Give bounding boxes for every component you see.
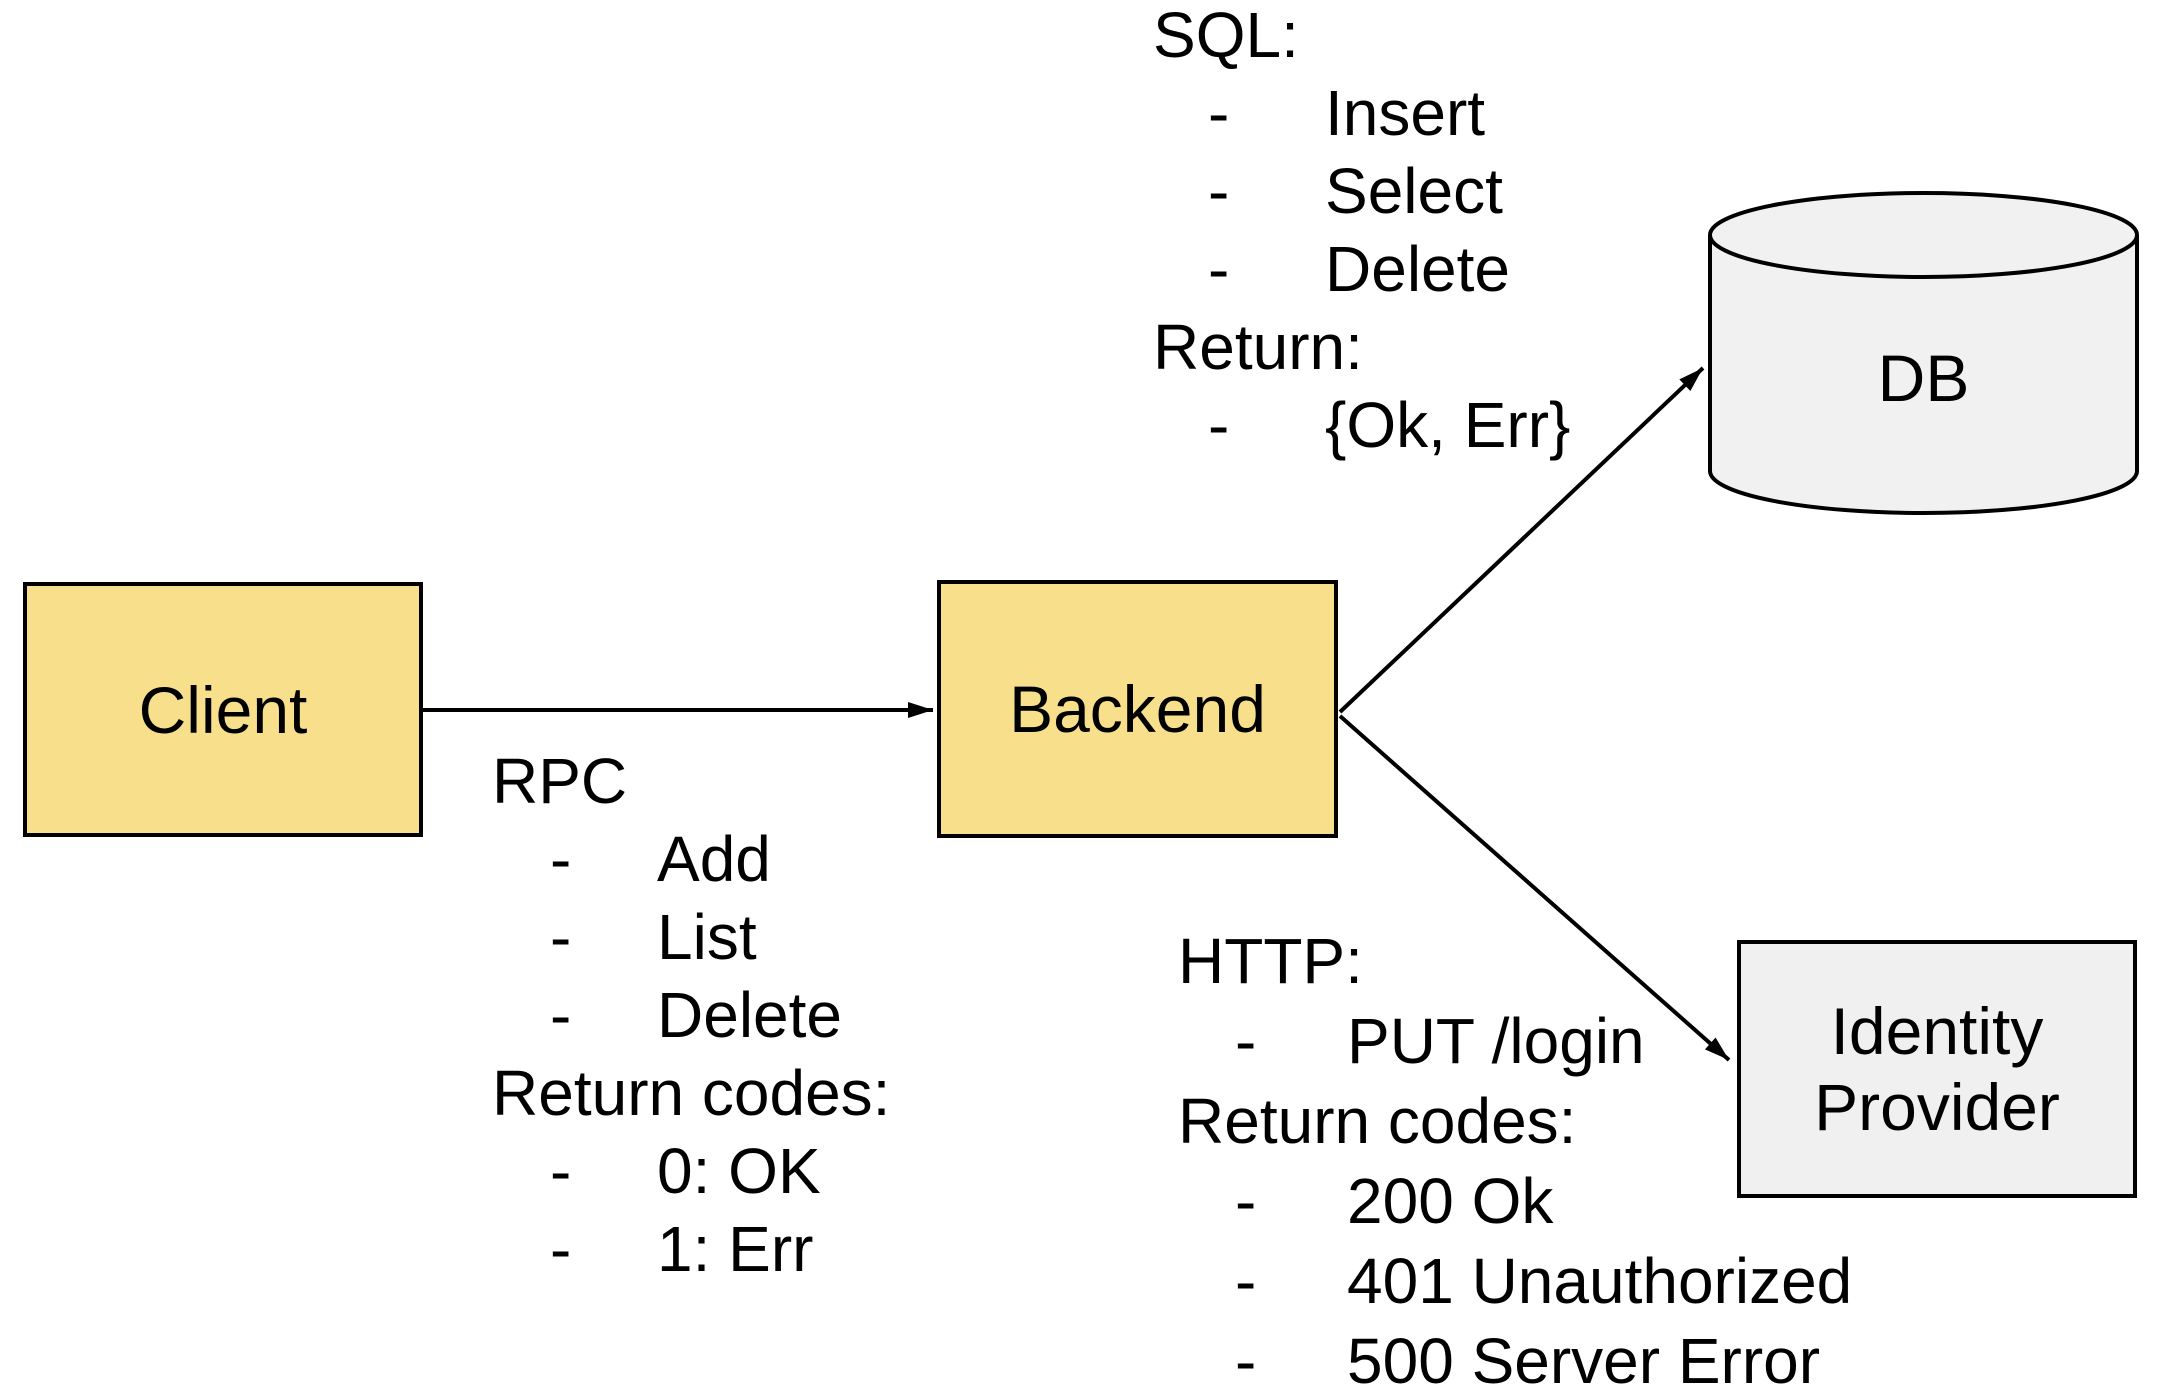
- edge-backend-db: [1338, 366, 1705, 714]
- node-db-label: DB: [1877, 341, 1970, 415]
- http-subtitle: Return codes:: [1178, 1085, 1577, 1157]
- node-client-label: Client: [138, 672, 308, 747]
- sql-item-label: Insert: [1325, 77, 1486, 149]
- sql-item: - Select: [1153, 152, 1503, 230]
- db-cylinder-top: [1708, 191, 2139, 279]
- http-return-item-label: 500 Server Error: [1347, 1325, 1821, 1397]
- http-item: - PUT /login: [1178, 1001, 1645, 1081]
- bullet-dash: -: [1235, 1005, 1257, 1077]
- db-cylinder: [1708, 191, 2139, 515]
- sql-title: SQL:: [1153, 0, 1299, 71]
- rpc-item: - List: [492, 898, 890, 976]
- edge-backend-idp: [1338, 714, 1731, 1062]
- rpc-subtitle: Return codes:: [492, 1057, 891, 1129]
- http-return-item-label: 200 Ok: [1347, 1165, 1554, 1237]
- rpc-item: - Add: [492, 820, 890, 898]
- bullet-dash: -: [550, 901, 572, 973]
- bullet-dash: -: [1235, 1325, 1257, 1397]
- http-return-item: - 200 Ok: [1178, 1161, 1576, 1241]
- sql-item: - Insert: [1153, 74, 1485, 152]
- bullet-dash: -: [550, 979, 572, 1051]
- node-identity-provider-label: Identity Provider: [1814, 994, 2060, 1144]
- node-backend: Backend: [937, 580, 1338, 838]
- rpc-return-item-label: 0: OK: [657, 1135, 821, 1207]
- sql-return-item: - {Ok, Err}: [1153, 386, 1570, 464]
- http-title: HTTP:: [1178, 925, 1363, 997]
- http-item-label: PUT /login: [1347, 1005, 1645, 1077]
- sql-subtitle: Return:: [1153, 311, 1363, 383]
- bullet-dash: -: [1208, 155, 1230, 227]
- db-cylinder-body: [1708, 235, 2139, 515]
- node-backend-label: Backend: [1009, 672, 1266, 746]
- bullet-dash: -: [1235, 1245, 1257, 1317]
- bullet-dash: -: [550, 823, 572, 895]
- sql-item: - Delete: [1153, 230, 1510, 308]
- rpc-item-label: Add: [657, 823, 771, 895]
- bullet-dash: -: [550, 1135, 572, 1207]
- http-return-item: - 401 Unauthorized: [1178, 1241, 1852, 1321]
- annotation-sql: SQL: - Insert - Select - Delete Return: …: [1153, 0, 1570, 464]
- http-return-item: - 500 Server Error: [1178, 1321, 1820, 1398]
- annotation-rpc: RPC - Add - List - Delete Return codes: …: [492, 742, 890, 1288]
- rpc-return-item-label: 1: Err: [657, 1213, 814, 1285]
- bullet-dash: -: [1208, 233, 1230, 305]
- rpc-item-label: List: [657, 901, 757, 973]
- rpc-item-label: Delete: [657, 979, 842, 1051]
- rpc-return-item: - 0: OK: [492, 1132, 890, 1210]
- http-return-item-label: 401 Unauthorized: [1347, 1245, 1853, 1317]
- bullet-dash: -: [1235, 1165, 1257, 1237]
- rpc-return-item: - 1: Err: [492, 1210, 890, 1288]
- bullet-dash: -: [550, 1213, 572, 1285]
- rpc-title: RPC: [492, 745, 628, 817]
- sql-return-item-label: {Ok, Err}: [1325, 389, 1571, 461]
- sql-item-label: Delete: [1325, 233, 1510, 305]
- bullet-dash: -: [1208, 389, 1230, 461]
- sql-item-label: Select: [1325, 155, 1503, 227]
- node-identity-provider: Identity Provider: [1737, 940, 2137, 1198]
- bullet-dash: -: [1208, 77, 1230, 149]
- node-client: Client: [23, 582, 423, 837]
- rpc-item: - Delete: [492, 976, 890, 1054]
- annotation-http: HTTP: - PUT /login Return codes: - 200 O…: [1178, 921, 1852, 1398]
